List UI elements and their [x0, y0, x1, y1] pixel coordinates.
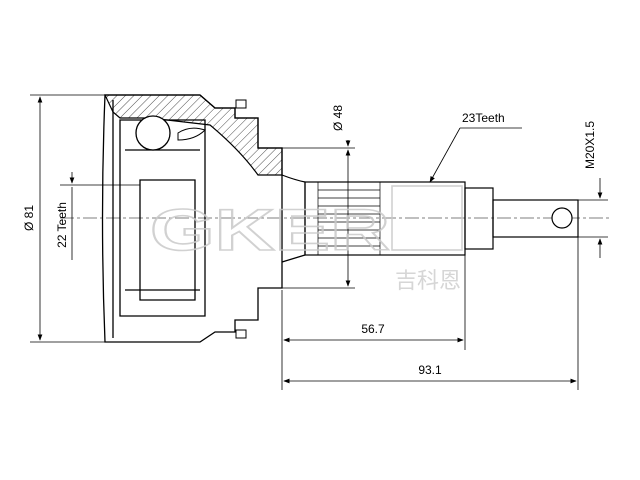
dim-length-total: [283, 237, 579, 390]
label-outer-diameter: Ø 81: [22, 205, 36, 231]
label-thread: M20X1.5: [583, 121, 597, 169]
dim-outer-diameter: [30, 94, 105, 343]
clip-top: [235, 99, 247, 109]
clip-bottom: [235, 329, 247, 339]
dim-stem-diameter: [282, 140, 355, 289]
housing-section-hatch: [104, 94, 283, 176]
watermark: GKER 吉科恩: [149, 185, 463, 294]
label-inner-teeth: 22 Teeth: [55, 202, 69, 248]
pin-hole: [551, 207, 573, 229]
dim-length-shaft: [281, 255, 466, 390]
dim-inner-teeth: [60, 172, 140, 260]
label-stem-diameter: Ø 48: [331, 105, 345, 131]
watermark-latin: GKER: [150, 198, 390, 263]
label-length-total: 93.1: [418, 363, 442, 377]
spline-shaft: [304, 181, 579, 256]
ball: [135, 115, 171, 151]
dim-thread: [578, 178, 608, 258]
watermark-chinese: 吉科恩: [395, 269, 461, 294]
label-length-shaft: 56.7: [361, 322, 385, 336]
label-outer-teeth: 23Teeth: [462, 111, 505, 125]
dim-outer-teeth: [429, 127, 522, 183]
